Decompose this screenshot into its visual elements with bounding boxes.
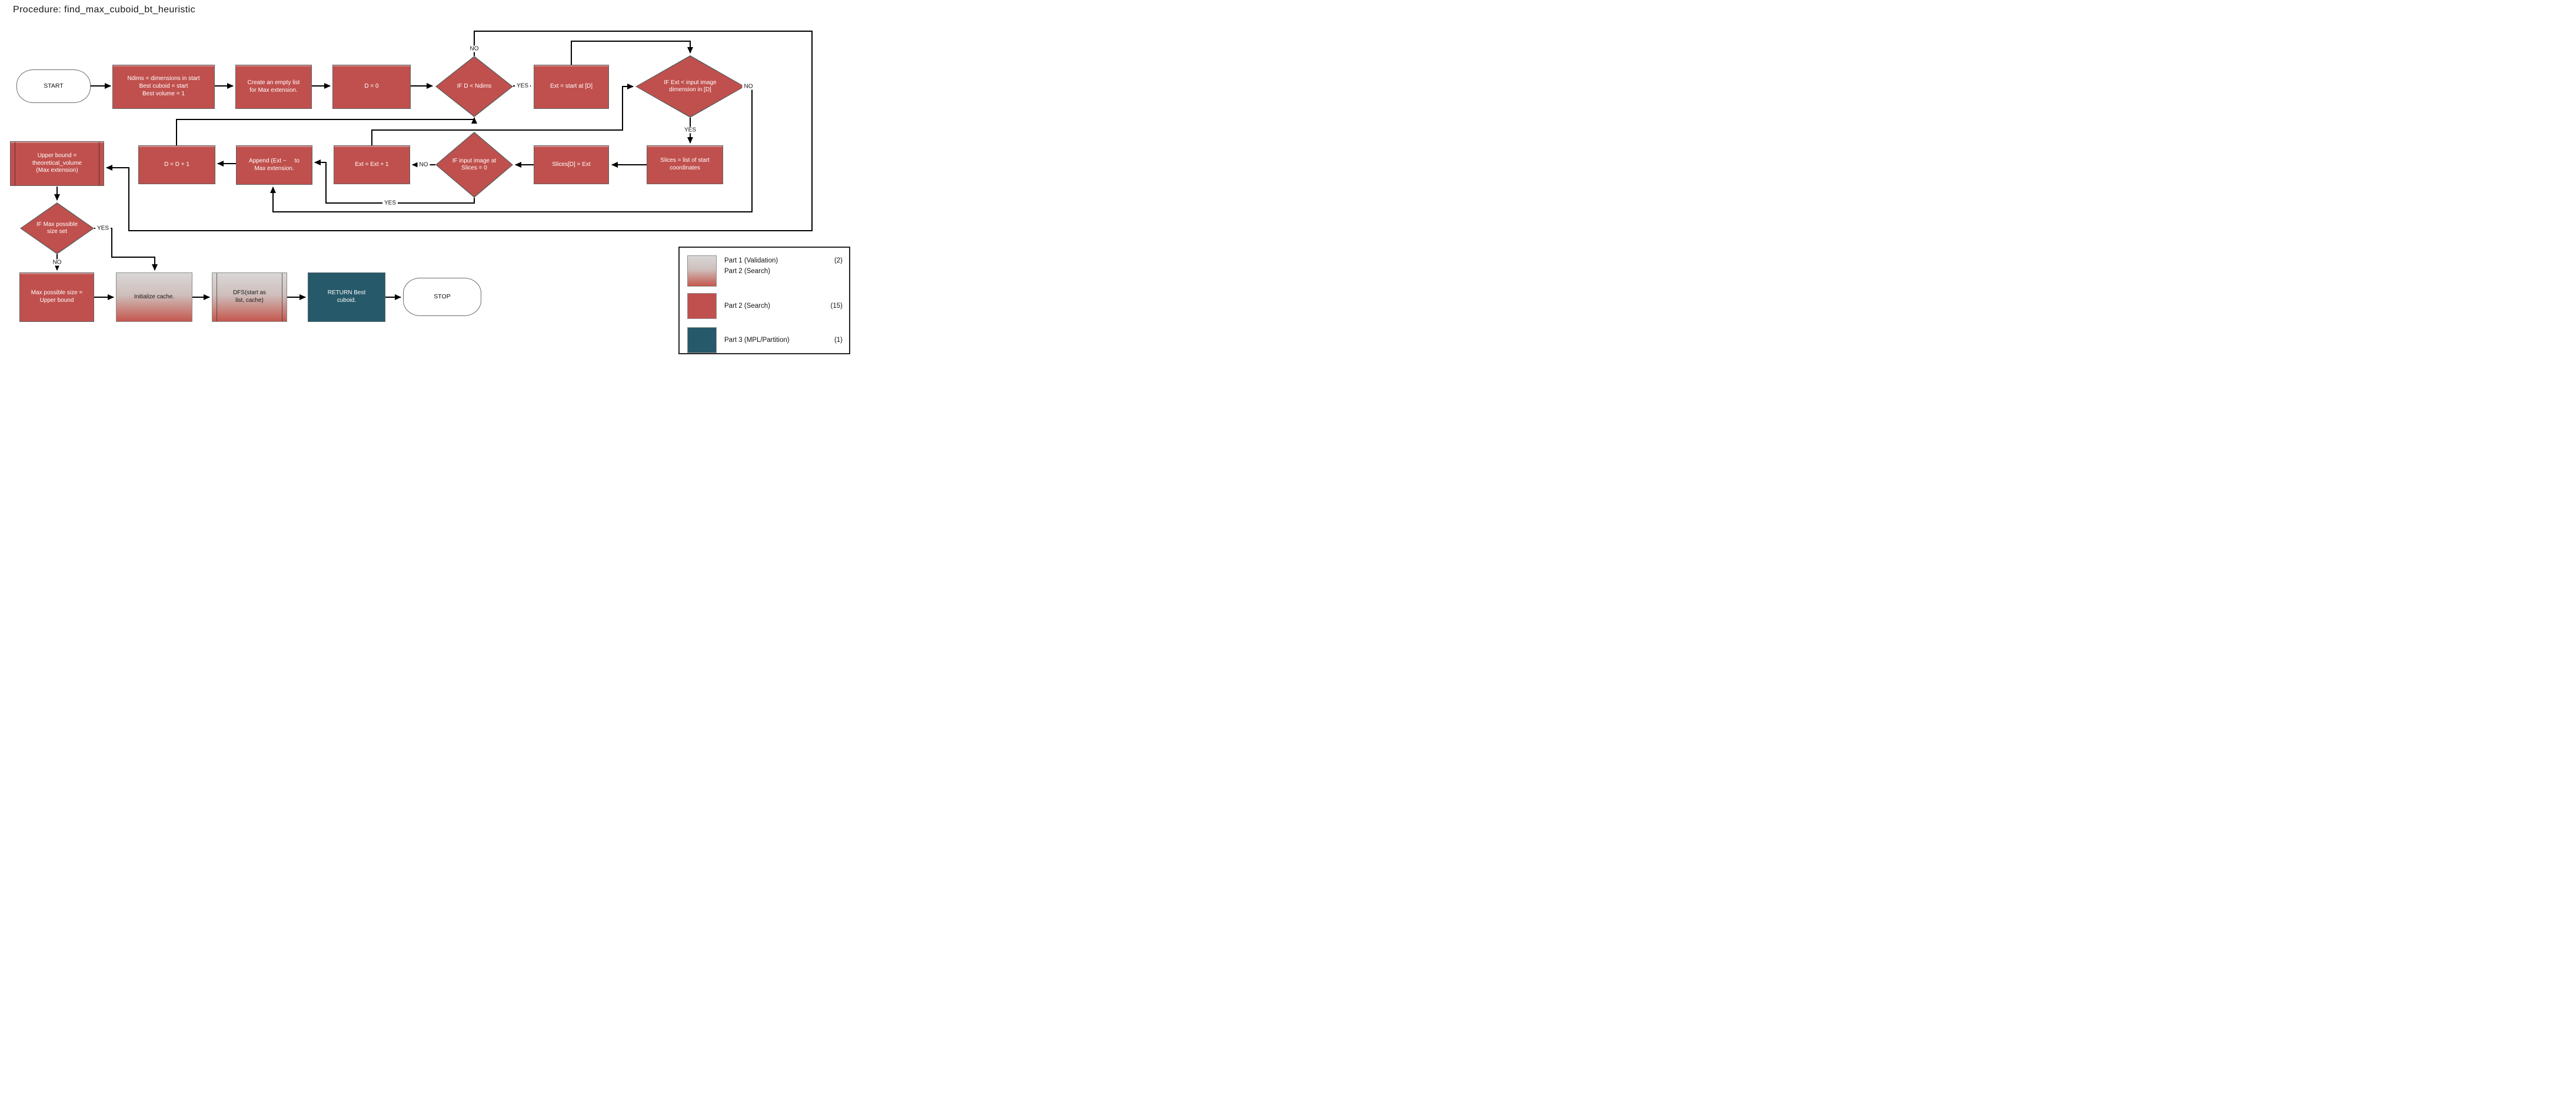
legend-row-part1: Part 1 (Validation) Part 2 (Search) (2) — [687, 255, 843, 287]
legend-labels: Part 1 (Validation) Part 2 (Search) — [724, 255, 778, 287]
process-d-equals-0: D = 0 — [332, 65, 411, 109]
edge-label-no: NO — [51, 259, 64, 266]
process-d-plus-one: D = D + 1 — [138, 145, 215, 184]
edge-label-no: NO — [468, 45, 481, 52]
decision-if-max-possible-size-set: IF Max possible size set — [20, 202, 94, 254]
legend-count: (15) — [830, 302, 843, 310]
process-slices-list: Slices = list of start coordinates — [647, 145, 723, 184]
page-title: Procedure: find_max_cuboid_bt_heuristic — [13, 5, 195, 15]
legend-label-line2: Part 2 (Search) — [724, 268, 770, 275]
legend-box: Part 1 (Validation) Part 2 (Search) (2) … — [678, 247, 850, 354]
edge-label-no: NO — [417, 161, 430, 168]
process-ext-plus-one: Ext = Ext + 1 — [334, 145, 410, 184]
predefined-dfs-call: DFS(start as list, cache) — [212, 272, 287, 322]
decision-label: IF D < Ndims — [457, 82, 492, 89]
decision-label: IF input image at Slices = 0 — [452, 157, 497, 172]
legend-row-part2: Part 2 (Search) (15) — [687, 293, 843, 319]
legend-label-line1: Part 3 (MPL/Partition) — [724, 336, 790, 344]
legend-swatch-teal — [687, 327, 717, 353]
legend-swatch-red — [687, 293, 717, 319]
edge-label-yes: YES — [95, 225, 111, 232]
predefined-upper-bound: Upper bound = theoretical_volume (Max ex… — [10, 141, 104, 186]
decision-if-d-lt-ndims: IF D < Ndims — [435, 56, 513, 117]
legend-swatch-gradient — [687, 255, 717, 287]
legend-label-line1: Part 2 (Search) — [724, 302, 770, 310]
decision-label: IF Ext < input image dimension in [D] — [664, 79, 717, 94]
connector-dplus-ifdndims-loop — [176, 117, 477, 145]
process-ext-start-at-d: Ext = start at [D] — [534, 65, 609, 109]
legend-count: (1) — [834, 337, 843, 344]
edge-label-yes: YES — [682, 127, 698, 134]
decision-if-ext-lt-dimension: IF Ext < input image dimension in [D] — [635, 55, 745, 118]
process-append-ext: Append (Ext − to Max extension. — [236, 145, 312, 185]
connector-extplus-ifextdim-loop — [371, 84, 634, 145]
legend-row-part3: Part 3 (MPL/Partition) (1) — [687, 327, 843, 353]
process-init-variables: Ndims = dimensions in start Best cuboid … — [112, 65, 215, 109]
decision-label: IF Max possible size set — [36, 221, 78, 235]
process-create-empty-list: Create an empty list for Max extension. — [235, 65, 312, 109]
start-terminator: START — [16, 69, 91, 103]
process-slices-d-ext: Slices[D] = Ext — [534, 145, 609, 184]
connector-ifdndims-no-upperbound — [106, 31, 813, 231]
edge-label-yes: YES — [514, 82, 531, 89]
legend-count: (2) — [834, 257, 843, 264]
connector-ifmaxset-yes-initcache — [94, 228, 158, 271]
decision-if-input-image-zero: IF input image at Slices = 0 — [435, 132, 513, 198]
stop-terminator: STOP — [403, 278, 481, 316]
process-max-possible-size: Max possible size = Upper bound — [19, 272, 94, 322]
process-return-best-cuboid: RETURN Best cuboid. — [308, 272, 385, 322]
connector-extstart-ifextdim-top — [571, 41, 693, 65]
flowchart-canvas: Procedure: find_max_cuboid_bt_heuristic — [0, 0, 859, 365]
edge-label-yes: YES — [382, 199, 398, 207]
connector-ifinputzero-yes-append — [314, 159, 475, 204]
process-initialize-cache: Initialize cache. — [116, 272, 192, 322]
legend-label-line1: Part 1 (Validation) — [724, 257, 778, 264]
edge-label-no: NO — [742, 83, 755, 90]
